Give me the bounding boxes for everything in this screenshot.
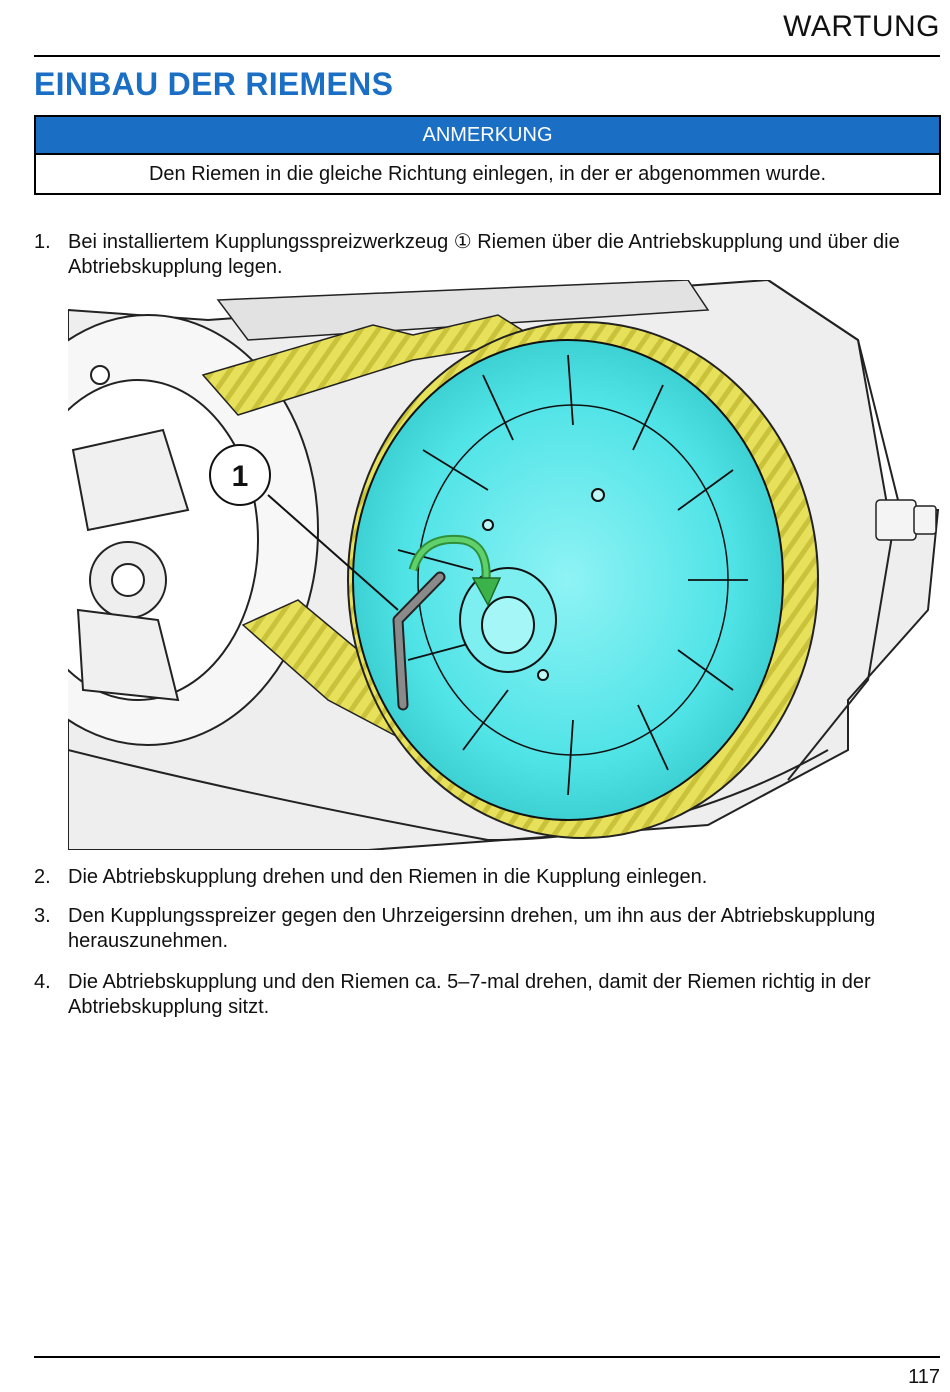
step-number: 1. — [34, 231, 51, 253]
arrow-head — [471, 577, 502, 607]
page-title: EINBAU DER RIEMENS — [34, 66, 394, 102]
step-text: Die Abtriebskupplung drehen und den Riem… — [68, 866, 708, 888]
note-text: Den Riemen in die gleiche Richtung einle… — [148, 163, 827, 185]
spreader-tool-highlight — [394, 573, 444, 709]
rotation-arrow-inner — [410, 536, 489, 581]
housing-rib-top — [216, 279, 710, 341]
housing-outline-bottom — [67, 749, 829, 842]
step-1: 1. Bei installiertem Kupplungsspreizwerk… — [34, 230, 939, 280]
step-number: 3. — [34, 905, 51, 927]
belt-upper-run — [201, 314, 541, 416]
page-number: 117 — [908, 1366, 940, 1388]
step-4: 4. Die Abtriebskupplung und den Riemen c… — [34, 970, 939, 1020]
step-3: 3. Den Kupplungsspreizer gegen den Uhrze… — [34, 904, 939, 954]
step-text: Die Abtriebskupplung und den Riemen ca. … — [68, 971, 871, 1018]
step-number: 4. — [34, 971, 51, 993]
note-box: ANMERKUNG Den Riemen in die gleiche Rich… — [34, 115, 941, 195]
callout-number: 1 — [232, 460, 249, 493]
driven-clutch — [352, 339, 784, 821]
note-heading: ANMERKUNG — [36, 117, 939, 155]
belt-clutch-illustration: 1 — [0, 278, 940, 851]
step-text: Bei installiertem Kupplungsspreizwerkzeu… — [68, 231, 900, 278]
callout-leader — [267, 494, 399, 611]
step-number: 2. — [34, 866, 51, 888]
belt-installation-figure: 1 — [0, 278, 945, 851]
section-header: WARTUNG — [783, 10, 940, 43]
step-2: 2. Die Abtriebskupplung drehen und den R… — [34, 865, 939, 890]
footer-rule — [34, 1356, 940, 1358]
header-rule — [34, 55, 940, 57]
step-text: Den Kupplungsspreizer gegen den Uhrzeige… — [68, 905, 876, 952]
hose-fitting — [875, 499, 937, 541]
drive-clutch — [0, 314, 319, 746]
callout-circle — [209, 444, 271, 506]
